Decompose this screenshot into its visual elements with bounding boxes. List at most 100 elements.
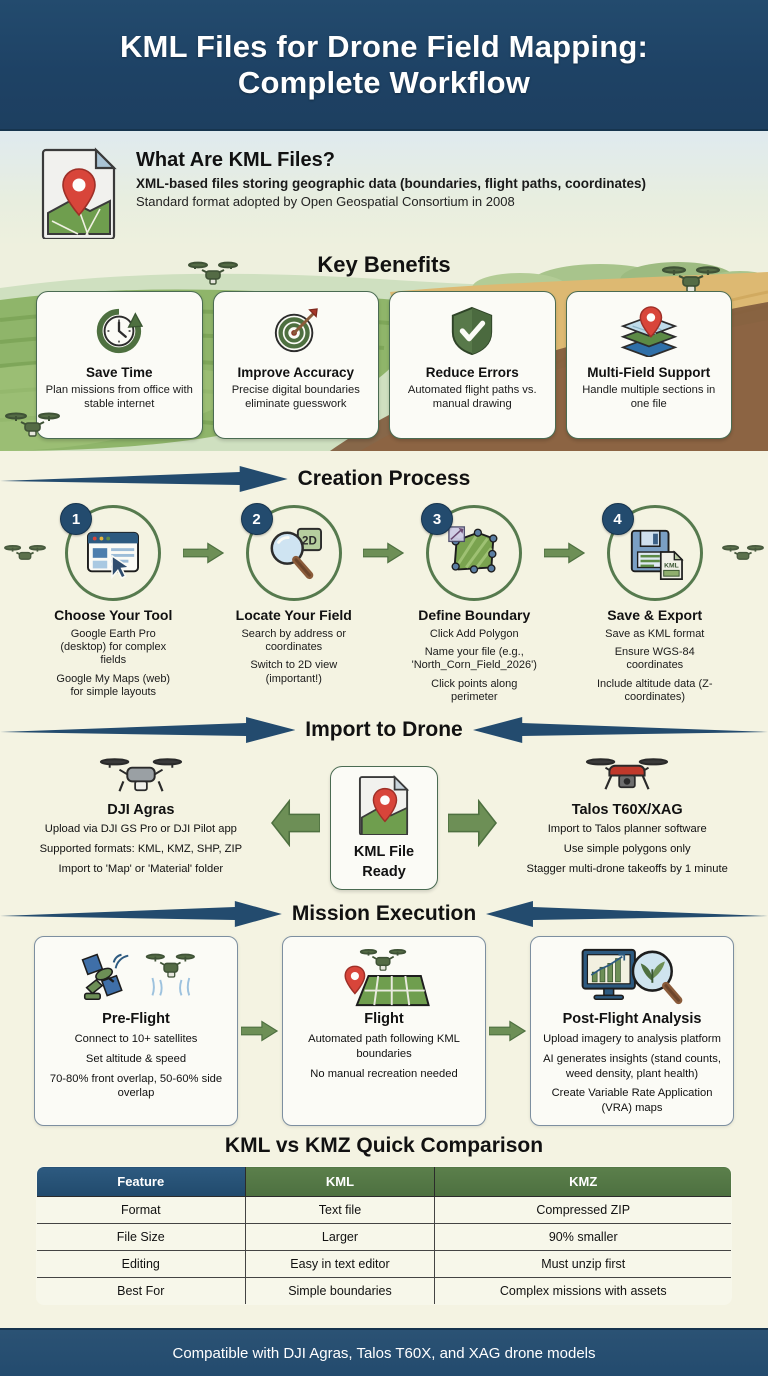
mission-line-1: Connect to 10+ satellites — [74, 1033, 198, 1046]
key-benefits-section: Key Benefits Save Time Plan missions — [0, 248, 768, 451]
page-footer: Compatible with DJI Agras, Talos T60X, a… — [0, 1328, 768, 1376]
drone-icon — [188, 261, 238, 285]
kml-file-map-pin-icon — [358, 774, 410, 836]
comparison-title: KML vs KMZ Quick Comparison — [224, 1134, 544, 1158]
step-desc-1: Save as KML format — [605, 628, 705, 640]
arrow-right-icon — [0, 716, 296, 743]
benefit-title: Reduce Errors — [425, 365, 519, 380]
arrow-right-icon — [181, 501, 227, 605]
arrow-left-icon — [472, 716, 768, 743]
step-desc-3: Click points along perimeter — [431, 677, 518, 703]
cell-kml: Text file — [244, 1196, 436, 1225]
col-header-kmz: KMZ — [434, 1167, 731, 1198]
benefit-card-reduce-errors: Reduce Errors Automated flight paths vs.… — [389, 291, 556, 439]
step-desc-2: Google My Maps (web) for simple layouts — [56, 672, 171, 698]
table-row: Format Text file Compressed ZIP — [37, 1196, 731, 1225]
benefit-desc: Plan missions from office with stable in… — [45, 384, 193, 410]
arrow-right-icon — [238, 936, 282, 1126]
col-header-kml: KML — [244, 1167, 436, 1198]
target-arrow-icon — [269, 302, 323, 360]
mission-card-pre-flight: Pre-Flight Connect to 10+ satellites Set… — [34, 936, 238, 1127]
drone-over-field-path-icon — [291, 945, 477, 1009]
step-circle: KML — [606, 505, 703, 601]
import-talos-xag: Talos T60X/XAG Import to Talos planner s… — [504, 754, 750, 878]
page-title: KML Files for Drone Field Mapping: Compl… — [120, 29, 648, 101]
step-number-badge: 2 — [240, 503, 273, 535]
step-desc-1: Google Earth Pro (desktop) for complex f… — [60, 628, 167, 667]
shield-check-icon — [448, 302, 496, 360]
key-benefits-heading: Key Benefits — [317, 252, 451, 277]
arrow-right-icon — [0, 901, 282, 928]
map-layers-pin-icon — [619, 302, 679, 360]
mission-card-flight: Flight Automated path following KML boun… — [282, 936, 486, 1127]
import-left-line-3: Import to 'Map' or 'Material' folder — [58, 862, 224, 875]
cell-kmz: 90% smaller — [434, 1223, 731, 1252]
kml-kmz-comparison-table: Feature KML KMZ Format Text file Compres… — [36, 1166, 732, 1306]
benefit-card-save-time: Save Time Plan missions from office with… — [36, 291, 203, 439]
intro-text: What Are KML Files? XML-based files stor… — [136, 145, 646, 209]
table-header-row: Feature KML KMZ — [37, 1167, 731, 1198]
drone-icon — [5, 412, 60, 437]
step-desc-2: Switch to 2D view (important!) — [250, 659, 338, 685]
step-circle — [65, 505, 162, 601]
mission-execution-title: Mission Execution — [291, 902, 477, 926]
mission-title: Flight — [364, 1011, 404, 1028]
step-number-badge: 1 — [60, 503, 92, 535]
cell-feature: Format — [37, 1196, 246, 1225]
magnifier-2d-icon: 2D — [270, 527, 322, 580]
arrow-right-icon — [542, 501, 588, 605]
import-right-title: Talos T60X/XAG — [571, 801, 683, 818]
benefit-card-improve-accuracy: Improve Accuracy Precise digital boundar… — [212, 291, 379, 439]
cell-kml: Easy in text editor — [244, 1250, 436, 1279]
import-to-drone-header: Import to Drone — [0, 710, 768, 750]
arrow-right-icon — [446, 796, 501, 850]
benefit-card-list: Save Time Plan missions from office with… — [0, 291, 768, 439]
talos-xag-drone-icon — [504, 754, 750, 800]
cell-kml: Larger — [244, 1223, 436, 1252]
import-left-line-1: Upload via DJI GS Pro or DJI Pilot app — [44, 822, 237, 835]
step-title: Save & Export — [607, 607, 703, 623]
monitor-chart-magnifier-plant-icon — [539, 945, 725, 1009]
drone-icon — [4, 501, 46, 605]
step-circle: 2D — [245, 505, 342, 601]
table-row: Editing Easy in text editor Must unzip f… — [37, 1250, 731, 1279]
benefit-title: Multi-Field Support — [587, 365, 711, 380]
cell-feature: Editing — [37, 1250, 246, 1279]
creation-step-3: 3 Define Boundary Click Add Polygon Name… — [407, 501, 542, 704]
kml-file-ready-box: KML File Ready — [330, 765, 438, 891]
creation-step-2: 2D 2 Locate Your Field Search by address… — [227, 501, 362, 686]
drone-icon — [661, 266, 721, 293]
mission-line-1: Upload imagery to analysis platform — [543, 1033, 721, 1046]
creation-process-header: Creation Process — [0, 459, 768, 499]
creation-step-1: 1 Choose Your Tool Google Earth Pro (des… — [46, 501, 181, 699]
svg-text:2D: 2D — [302, 535, 317, 547]
creation-step-list: 1 Choose Your Tool Google Earth Pro (des… — [0, 499, 768, 704]
import-left-line-2: Supported formats: KML, KMZ, SHP, ZIP — [39, 842, 243, 855]
import-dji-agras: DJI Agras Upload via DJI GS Pro or DJI P… — [18, 754, 264, 878]
cell-kmz: Complex missions with assets — [434, 1277, 731, 1305]
arrow-right-icon — [486, 936, 530, 1126]
satellite-drone-signal-icon — [43, 945, 229, 1009]
step-title: Locate Your Field — [235, 607, 352, 623]
cell-kmz: Compressed ZIP — [434, 1196, 731, 1225]
benefit-desc: Handle multiple sections in one file — [582, 384, 716, 410]
step-desc-1: Click Add Polygon — [429, 628, 519, 640]
mission-line-3: 70-80% front overlap, 50-60% side overla… — [49, 1072, 223, 1100]
mission-line-3: Create Variable Rate Application (VRA) m… — [551, 1087, 713, 1114]
page-title-line2: Complete Workflow — [237, 64, 531, 100]
mission-line-2: AI generates insights (stand counts, wee… — [543, 1052, 721, 1080]
import-section: DJI Agras Upload via DJI GS Pro or DJI P… — [0, 750, 768, 891]
step-title: Define Boundary — [418, 607, 531, 623]
step-circle — [426, 505, 523, 601]
import-to-drone-title: Import to Drone — [305, 717, 463, 741]
arrow-left-icon — [486, 901, 768, 928]
svg-text:KML: KML — [664, 562, 679, 569]
step-number-badge: 3 — [421, 503, 453, 535]
mission-line-1: Automated path following KML boundaries — [308, 1033, 460, 1060]
mission-card-post-flight-analysis: Post-Flight Analysis Upload imagery to a… — [530, 936, 734, 1127]
arrow-right-icon — [0, 466, 288, 492]
step-number-badge: 4 — [601, 503, 634, 535]
arrow-left-icon — [268, 796, 323, 850]
step-title: Choose Your Tool — [54, 607, 173, 623]
